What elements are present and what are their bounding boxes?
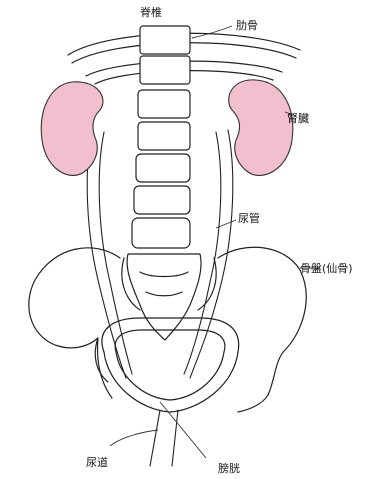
pelvis-label: 骨盤(仙骨) [300,262,353,275]
kidney-label: 腎臓 [287,112,309,125]
bladder-label: 膀胱 [218,462,240,475]
rib-label: 肋骨 [236,19,258,32]
bladder [102,318,239,412]
left-kidney [41,82,103,176]
right-kidney [229,80,293,176]
spine-label: 脊椎 [140,6,162,19]
urethra-label: 尿道 [86,456,108,469]
ureter-label: 尿管 [238,212,260,225]
